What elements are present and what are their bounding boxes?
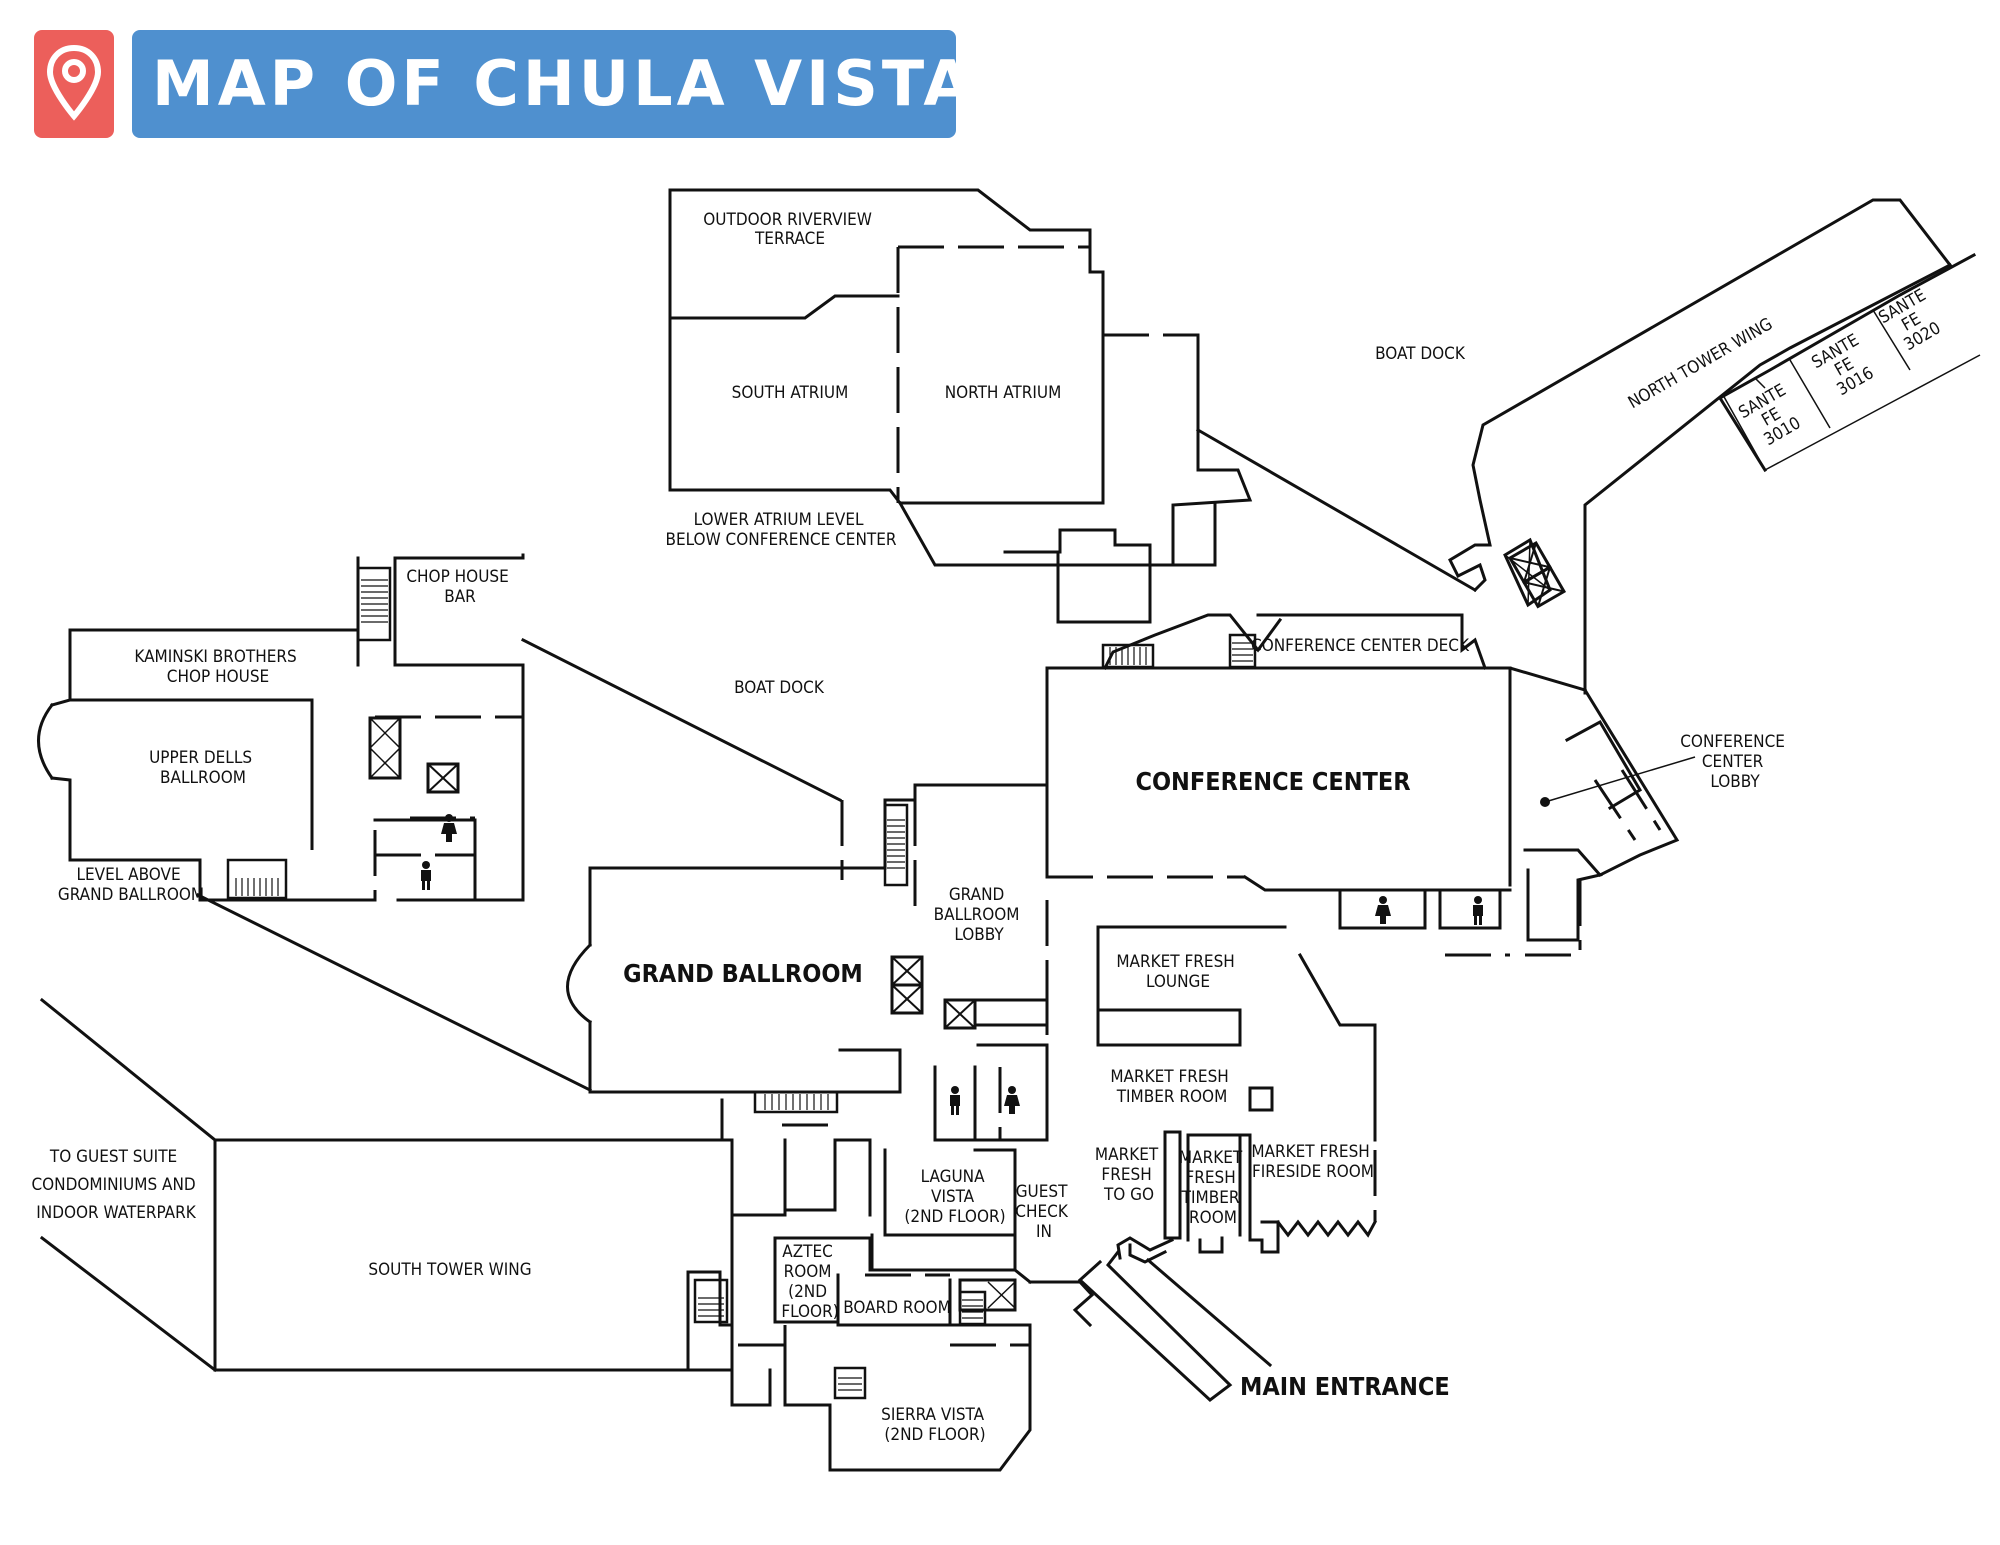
label-chop-house-bar: CHOP HOUSE BAR	[406, 567, 513, 607]
label-market-fireside: MARKET FRESH FIRESIDE ROOM	[1251, 1142, 1374, 1182]
label-conference-center: CONFERENCE CENTER	[1135, 767, 1410, 796]
label-grand-ballroom: GRAND BALLROOM	[623, 959, 863, 988]
label-board-room: BOARD ROOM	[843, 1298, 951, 1318]
label-market-to-go: MARKET FRESH TO GO	[1095, 1145, 1163, 1205]
label-guest-suite: TO GUEST SUITE CONDOMINIUMS AND INDOOR W…	[31, 1147, 200, 1223]
label-boat-dock-center: BOAT DOCK	[734, 678, 825, 698]
label-conference-deck: CONFERENCE CENTER DECK	[1251, 636, 1470, 656]
label-kaminski: KAMINSKI BROTHERS CHOP HOUSE	[134, 647, 301, 687]
stairs-icon	[226, 566, 1257, 1400]
label-sante-fe-3020: SANTE FE 3020	[1875, 283, 1951, 359]
atrium-walls	[668, 188, 1253, 624]
conference-walls	[1045, 613, 1680, 957]
label-conference-lobby: CONFERENCE CENTER LOBBY	[1680, 732, 1790, 792]
north-tower-walls	[1195, 198, 1981, 695]
label-aztec-room: AZTEC ROOM (2ND FLOOR)	[781, 1242, 838, 1322]
south-core-walls	[686, 1123, 1033, 1472]
label-outdoor-terrace: OUTDOOR RIVERVIEW TERRACE	[703, 210, 876, 249]
label-market-timber-room-small: MARKET FRESH TIMBER ROOM	[1179, 1148, 1247, 1228]
label-level-above: LEVEL ABOVE GRAND BALLROOM	[58, 865, 204, 905]
label-grand-ballroom-lobby: GRAND BALLROOM LOBBY	[934, 885, 1025, 945]
label-north-atrium: NORTH ATRIUM	[945, 383, 1062, 403]
label-guest-check-in: GUEST CHECK IN	[1015, 1182, 1072, 1242]
chop-house-walls	[37, 553, 844, 1093]
label-south-tower-wing: SOUTH TOWER WING	[368, 1260, 531, 1280]
market-walls	[1028, 925, 1378, 1402]
label-market-lounge: MARKET FRESH LOUNGE	[1116, 952, 1239, 992]
label-market-timber-room: MARKET FRESH TIMBER ROOM	[1110, 1067, 1233, 1107]
label-boat-dock-north: BOAT DOCK	[1375, 344, 1466, 364]
restroom-icon	[421, 814, 1483, 1115]
label-laguna-vista: LAGUNA VISTA (2ND FLOOR)	[904, 1167, 1005, 1227]
lobby-leader-line	[1544, 756, 1696, 803]
map-title: MAP OF CHULA VISTA	[132, 30, 971, 138]
label-upper-dells: UPPER DELLS BALLROOM	[149, 748, 257, 788]
map-pin-icon	[46, 44, 102, 121]
label-sierra-vista: SIERRA VISTA (2ND FLOOR)	[881, 1405, 989, 1445]
map-pin-badge	[34, 30, 114, 138]
label-sante-fe-3016: SANTE FE 3016	[1808, 328, 1884, 404]
label-lower-atrium: LOWER ATRIUM LEVEL BELOW CONFERENCE CENT…	[665, 510, 896, 550]
label-main-entrance: MAIN ENTRANCE	[1240, 1372, 1450, 1401]
label-south-atrium: SOUTH ATRIUM	[732, 383, 849, 403]
